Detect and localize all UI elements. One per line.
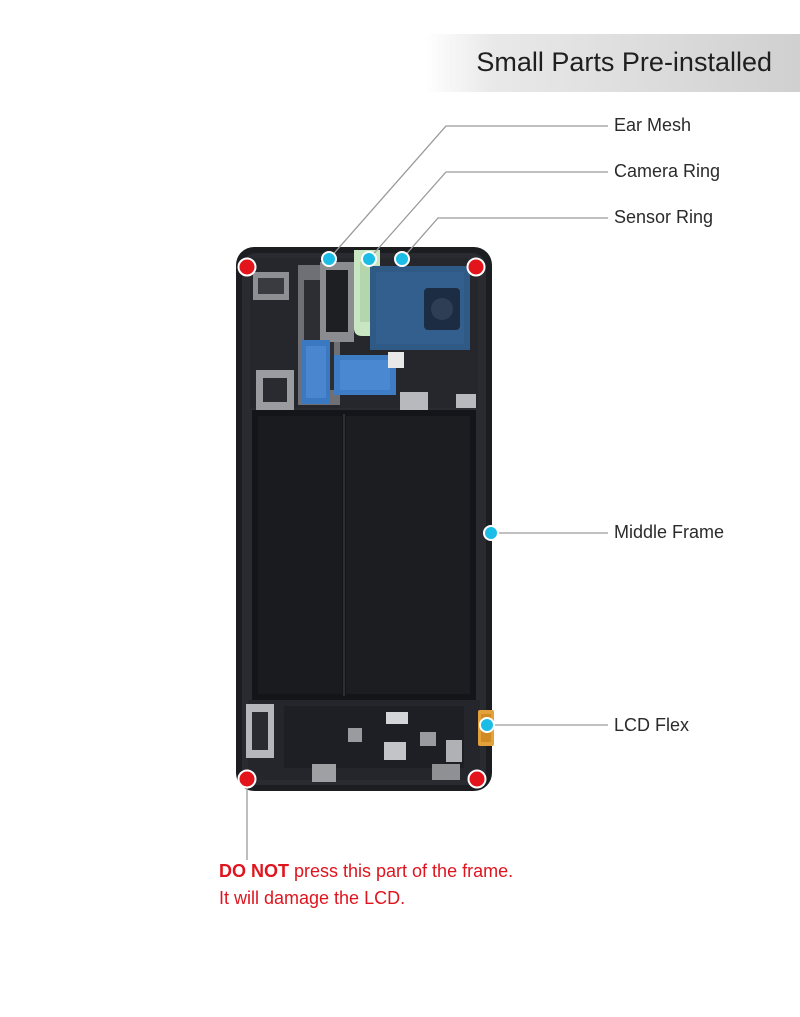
middle-frame-dot bbox=[483, 525, 499, 541]
ear-mesh-dot bbox=[321, 251, 337, 267]
warning-note: DO NOT press this part of the frame. It … bbox=[219, 858, 513, 912]
warning-line-2: It will damage the LCD. bbox=[219, 888, 406, 908]
camera-ring-dot bbox=[361, 251, 377, 267]
callout-dots bbox=[321, 251, 499, 733]
label-lcd-flex: LCD Flex bbox=[614, 715, 690, 735]
label-middle-frame: Middle Frame bbox=[614, 522, 725, 542]
camera-ring-line bbox=[368, 171, 608, 260]
phone-frame bbox=[236, 247, 494, 791]
corner-dot-top-right bbox=[466, 257, 486, 277]
corner-dot-top-left bbox=[237, 257, 257, 277]
sensor-ring-dot bbox=[394, 251, 410, 267]
warning-line-1-rest: press this part of the frame. bbox=[289, 861, 514, 881]
sensor-ring-line bbox=[401, 217, 608, 260]
lcd-flex-dot bbox=[479, 717, 495, 733]
corner-dot-bottom-left bbox=[237, 769, 257, 789]
header-banner: Small Parts Pre-installed bbox=[425, 34, 800, 92]
callout-lines bbox=[246, 125, 608, 860]
ear-mesh-line bbox=[328, 125, 608, 260]
corner-dot-bottom-right bbox=[467, 769, 487, 789]
label-sensor-ring: Sensor Ring bbox=[614, 207, 714, 227]
label-ear-mesh: Ear Mesh bbox=[614, 115, 692, 135]
warning-line-1: DO NOT press this part of the frame. bbox=[219, 858, 513, 885]
warning-dots bbox=[237, 257, 487, 789]
label-camera-ring: Camera Ring bbox=[614, 161, 721, 181]
warning-emphasis: DO NOT bbox=[219, 861, 289, 881]
header-title: Small Parts Pre-installed bbox=[476, 47, 772, 77]
